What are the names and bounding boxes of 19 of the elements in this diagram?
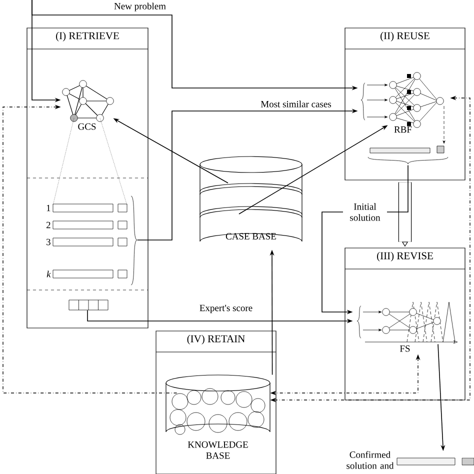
edge-label: Expert's score: [198, 304, 254, 314]
node-label: RBF: [394, 126, 412, 133]
network-drawing: FS: [356, 302, 458, 352]
result-text: Confirmed solution and: [346, 451, 394, 469]
edge-label: New problem: [113, 2, 167, 12]
row-number: 2: [46, 222, 50, 228]
network-drawing: RBF: [360, 72, 444, 133]
arrow: [2, 104, 178, 394]
database-drawing: KNOWLEDGE BASE: [166, 374, 270, 459]
edge-label: Most similar cases: [260, 100, 332, 108]
node-label: GCS: [78, 123, 96, 130]
database-cylinder: CASE BASE: [200, 156, 302, 242]
node-label: FS: [400, 345, 410, 352]
row-number: 1: [46, 204, 50, 212]
node-label: KNOWLEDGE BASE: [188, 441, 248, 459]
network-drawing: GCS: [62, 80, 114, 130]
edge-label: Initial solution: [343, 202, 387, 222]
row-number: k: [46, 270, 51, 278]
row-number: 3: [46, 238, 50, 246]
